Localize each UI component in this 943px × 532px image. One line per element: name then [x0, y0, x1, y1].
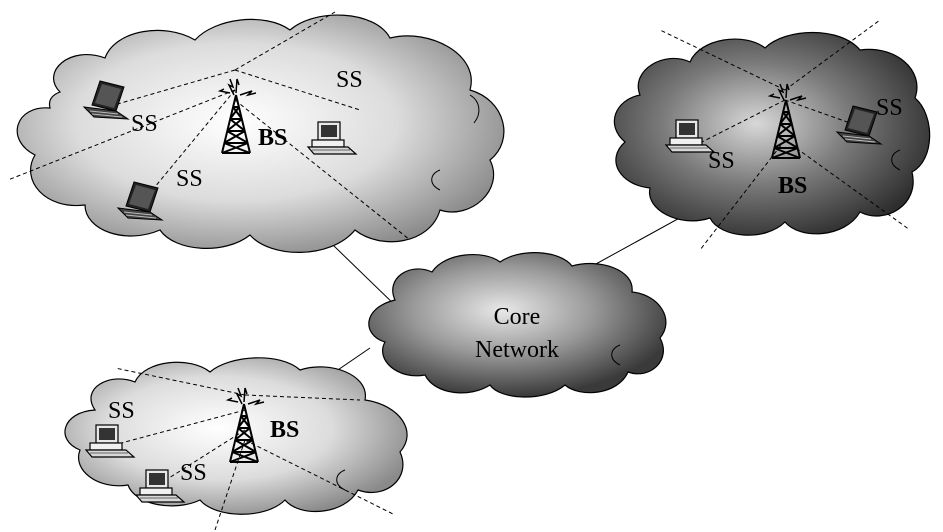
- cloud-core-network: Core Network: [368, 252, 667, 398]
- ss-label: SS: [131, 111, 158, 137]
- core-network-label-line1: Core: [494, 304, 541, 330]
- rays-top-right: [659, 19, 911, 251]
- ss-label: SS: [176, 166, 203, 192]
- ss-label: SS: [108, 398, 135, 424]
- bs-label: BS: [270, 417, 299, 443]
- core-network-label-line2: Network: [475, 337, 559, 363]
- bs-label: BS: [778, 173, 807, 199]
- ss-label: SS: [876, 95, 903, 121]
- ss-label: SS: [180, 460, 207, 486]
- ss-label: SS: [708, 148, 735, 174]
- cloud-top-right: [613, 32, 931, 236]
- ss-label: SS: [336, 67, 363, 93]
- rays-top-left: [7, 11, 411, 241]
- bs-label: BS: [258, 125, 287, 151]
